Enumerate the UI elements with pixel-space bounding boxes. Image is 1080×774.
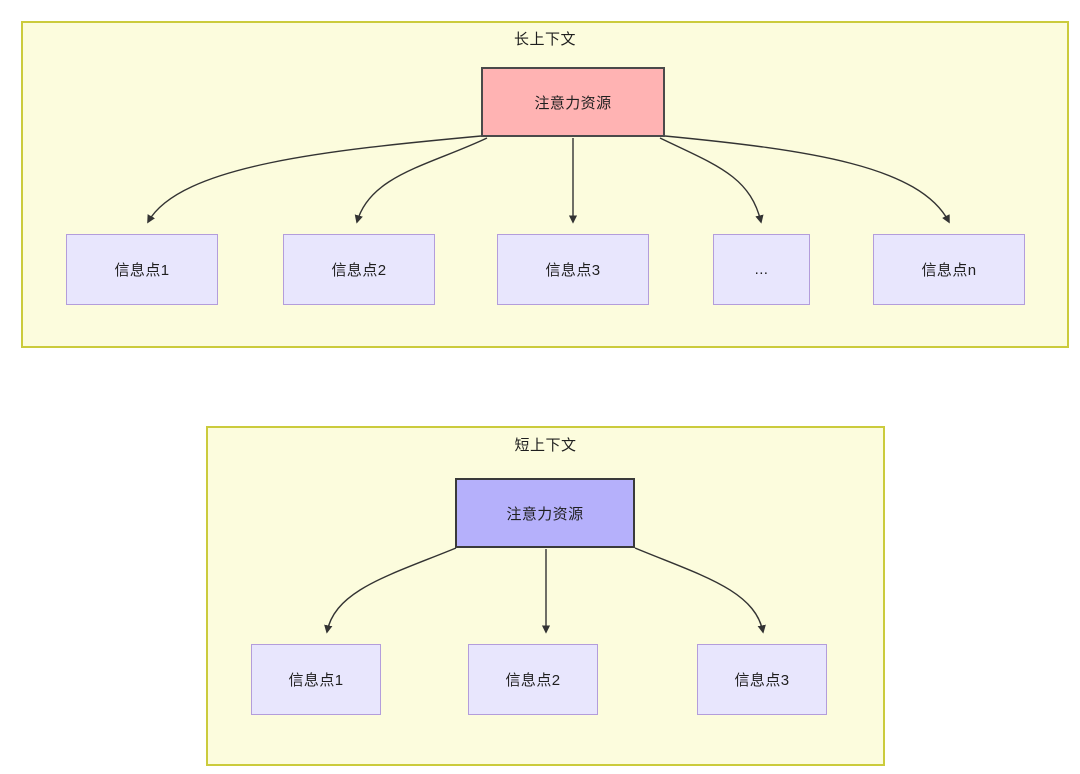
node-info-point-1-long[interactable]: 信息点1 [66,234,218,305]
node-attention-resource-short[interactable]: 注意力资源 [455,478,635,548]
node-label: 信息点n [921,262,977,279]
node-info-point-1-short[interactable]: 信息点1 [251,644,381,715]
node-info-point-3-long[interactable]: 信息点3 [497,234,649,305]
node-label: 信息点1 [288,672,344,689]
panel-short-context-title: 短上下文 [514,437,577,454]
node-info-point-3-short[interactable]: 信息点3 [697,644,827,715]
node-label: 注意力资源 [534,94,612,112]
panel-short-context [206,426,885,766]
node-label: 注意力资源 [506,505,584,523]
panel-long-context-title: 长上下文 [513,31,576,48]
node-info-point-2-short[interactable]: 信息点2 [468,644,598,715]
node-info-point-ellipsis-long[interactable]: ... [713,234,810,305]
node-label: 信息点1 [114,262,170,279]
node-label: ... [754,261,769,278]
node-label: 信息点2 [331,262,387,279]
node-label: 信息点2 [505,672,561,689]
node-info-point-2-long[interactable]: 信息点2 [283,234,435,305]
node-label: 信息点3 [545,262,601,279]
node-attention-resource-long[interactable]: 注意力资源 [481,67,665,137]
node-info-point-n-long[interactable]: 信息点n [873,234,1025,305]
node-label: 信息点3 [734,672,790,689]
